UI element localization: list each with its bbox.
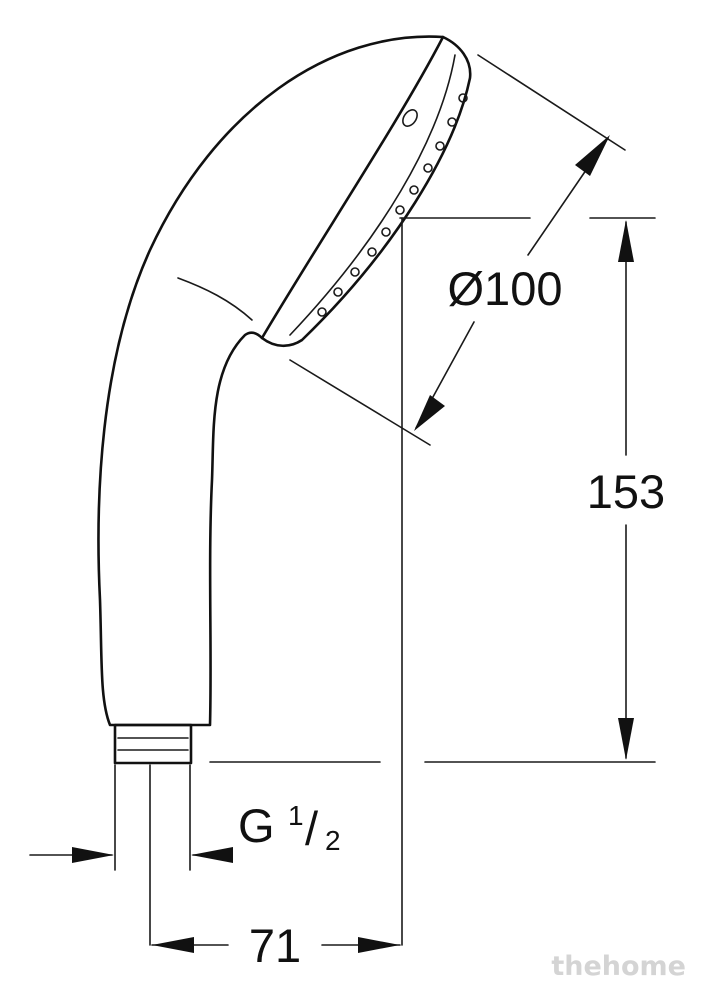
diameter-dimension: Ø100 xyxy=(414,135,610,431)
thread-numerator: 1 xyxy=(288,800,304,831)
dia-arrow-top xyxy=(575,135,610,176)
height-arrow-top xyxy=(618,220,634,262)
width-arrow-right xyxy=(358,937,400,953)
thread-arrow-right xyxy=(191,847,233,863)
dia-arrow-bottom xyxy=(414,395,445,431)
ext-dia-bottom xyxy=(289,359,431,446)
height-label: 153 xyxy=(587,465,665,518)
nozzle xyxy=(409,185,419,195)
handle-seam xyxy=(177,277,253,321)
thread-arrow-left xyxy=(72,847,114,863)
nozzle xyxy=(447,117,457,127)
nozzle xyxy=(367,247,377,257)
nozzle xyxy=(317,307,327,317)
nozzle xyxy=(381,227,391,237)
watermark: thehome xyxy=(551,951,686,982)
nozzle xyxy=(350,267,360,277)
nozzle xyxy=(333,287,343,297)
nozzle xyxy=(458,93,468,103)
connector-body xyxy=(113,723,193,765)
thread-slash: / xyxy=(305,802,319,855)
thread-connector xyxy=(113,723,193,765)
nozzle xyxy=(395,205,405,215)
width-dimension: 71 xyxy=(151,919,401,972)
width-label: 71 xyxy=(249,919,301,972)
height-dimension: 153 xyxy=(587,220,665,760)
extension-lines xyxy=(114,54,656,946)
height-arrow-bottom xyxy=(618,718,634,760)
spray-face xyxy=(260,35,472,348)
hand-shower-outline xyxy=(97,35,472,765)
nozzle xyxy=(435,141,445,151)
handle-outline xyxy=(97,35,445,727)
spray-nozzles xyxy=(317,93,468,317)
ext-dia-top xyxy=(477,54,626,151)
nozzle xyxy=(423,163,433,173)
selector-mark xyxy=(402,109,418,127)
diameter-label: Ø100 xyxy=(448,262,563,315)
thread-dimension: G 1 / 2 xyxy=(29,799,341,863)
thread-denominator: 2 xyxy=(325,825,341,856)
spray-face-inner xyxy=(289,54,456,336)
thread-letter: G xyxy=(238,799,275,852)
width-arrow-left xyxy=(152,937,194,953)
